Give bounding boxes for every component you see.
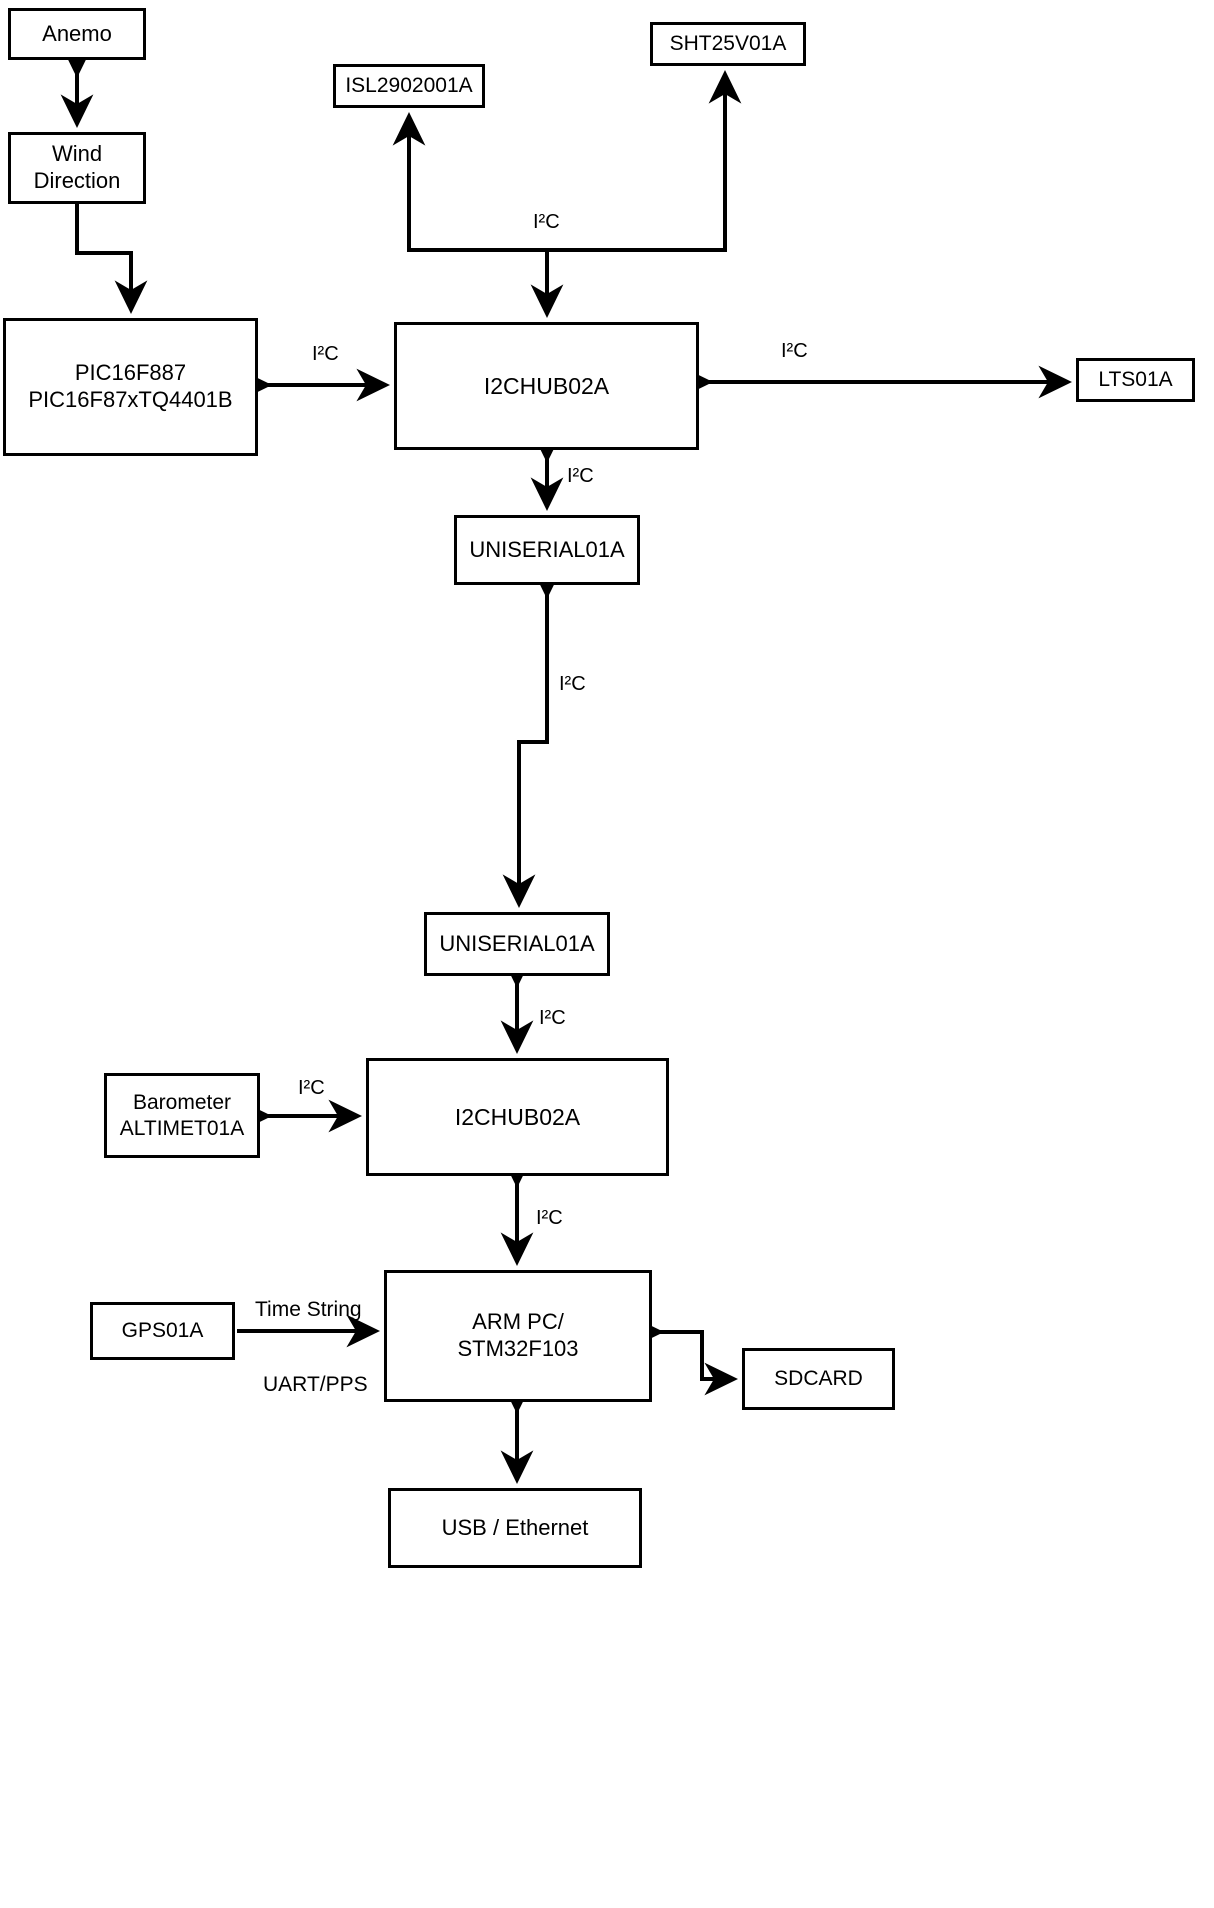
node-gps01a[interactable]: GPS01A [90, 1302, 235, 1360]
edge-label-time-string: Time String [255, 1298, 362, 1321]
node-uniserial01a-top-label: UNISERIAL01A [469, 536, 625, 562]
node-lts01a[interactable]: LTS01A [1076, 358, 1195, 402]
node-sdcard[interactable]: SDCARD [742, 1348, 895, 1410]
node-arm-pc-stm32f103[interactable]: ARM PC/ STM32F103 [384, 1270, 652, 1402]
node-uniserial01a-top[interactable]: UNISERIAL01A [454, 515, 640, 585]
node-usb-ethernet[interactable]: USB / Ethernet [388, 1488, 642, 1568]
node-lts01a-label: LTS01A [1098, 368, 1173, 392]
node-uniserial01a-bottom-label: UNISERIAL01A [439, 930, 595, 956]
node-sht25v01a[interactable]: SHT25V01A [650, 22, 806, 66]
edge-label-i2c-barometer-hub-bottom: I²C [298, 1077, 325, 1099]
node-sdcard-label: SDCARD [774, 1367, 863, 1391]
node-i2chub02a-top[interactable]: I2CHUB02A [394, 322, 699, 450]
node-anemo-label: Anemo [42, 20, 112, 46]
node-wind-direction[interactable]: Wind Direction [8, 132, 146, 204]
node-pic16f887-label: PIC16F887 PIC16F87xTQ4401B [28, 360, 233, 412]
node-anemo[interactable]: Anemo [8, 8, 146, 60]
edge-label-uart-pps: UART/PPS [263, 1373, 368, 1396]
node-barometer-altimet01a-label: Barometer ALTIMET01A [119, 1090, 245, 1140]
node-gps01a-label: GPS01A [121, 1319, 204, 1343]
connector-pic-winddirection [60, 168, 148, 315]
node-isl2902001a-label: ISL2902001A [345, 74, 473, 98]
edge-label-i2c-hub-lts: I²C [781, 340, 808, 362]
node-pic16f887[interactable]: PIC16F887 PIC16F87xTQ4401B [3, 318, 258, 456]
node-uniserial01a-bottom[interactable]: UNISERIAL01A [424, 912, 610, 976]
edge-label-i2c-bus-top: I²C [533, 211, 560, 233]
node-wind-direction-label: Wind Direction [33, 141, 121, 193]
edge-label-i2c-uniserial-hub-bottom: I²C [539, 1007, 566, 1029]
node-i2chub02a-top-label: I2CHUB02A [483, 372, 610, 399]
edge-label-i2c-hub-uniserial: I²C [567, 465, 594, 487]
node-sht25v01a-label: SHT25V01A [669, 32, 787, 56]
connector-uniserial-top-uniserial-bottom [502, 565, 564, 909]
node-isl2902001a[interactable]: ISL2902001A [333, 64, 485, 108]
node-i2chub02a-bottom-label: I2CHUB02A [454, 1103, 581, 1130]
connector-armpc-sdcard [630, 1315, 739, 1396]
edge-label-i2c-hub-bottom-armpc: I²C [536, 1207, 563, 1229]
node-usb-ethernet-label: USB / Ethernet [441, 1514, 589, 1540]
edge-label-i2c-pic-hub: I²C [312, 343, 339, 365]
edge-label-i2c-uniserial-uniserial: I²C [559, 673, 586, 695]
node-barometer-altimet01a[interactable]: Barometer ALTIMET01A [104, 1073, 260, 1158]
node-arm-pc-stm32f103-label: ARM PC/ STM32F103 [457, 1309, 579, 1361]
node-i2chub02a-bottom[interactable]: I2CHUB02A [366, 1058, 669, 1176]
